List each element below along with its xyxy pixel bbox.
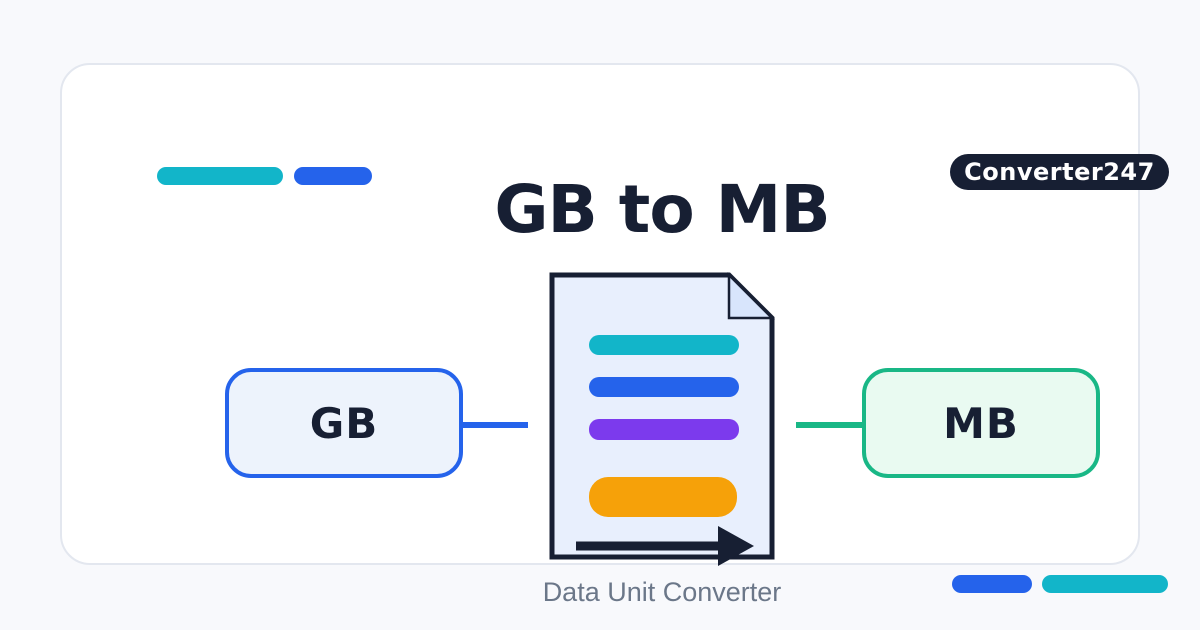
connector-line-right: [796, 422, 864, 428]
brand-badge: Converter247: [950, 154, 1169, 190]
doc-text-line-teal: [589, 335, 739, 355]
doc-text-line-blue: [589, 377, 739, 397]
decor-pill-teal-bottom: [1042, 575, 1168, 593]
connector-line-left: [460, 422, 528, 428]
target-unit-box: MB: [862, 368, 1100, 478]
target-unit-label: MB: [943, 398, 1019, 448]
decor-pill-blue-bottom: [952, 575, 1032, 593]
page-title: GB to MB: [494, 171, 830, 248]
source-unit-label: GB: [309, 398, 379, 448]
arrow-right-icon: [576, 526, 754, 566]
decor-pill-blue-top: [294, 167, 372, 185]
source-unit-box: GB: [225, 368, 463, 478]
document-fold-corner: [727, 271, 776, 320]
document-icon: [549, 271, 776, 566]
caption-text: Data Unit Converter: [542, 577, 782, 607]
doc-highlight-bar-orange: [589, 477, 737, 517]
converter-card: Converter247 GB to MB GB MB Data Unit Co…: [60, 63, 1169, 607]
doc-text-line-purple: [589, 419, 739, 440]
brand-badge-label: Converter247: [964, 158, 1155, 186]
decor-pill-teal-top: [157, 167, 283, 185]
